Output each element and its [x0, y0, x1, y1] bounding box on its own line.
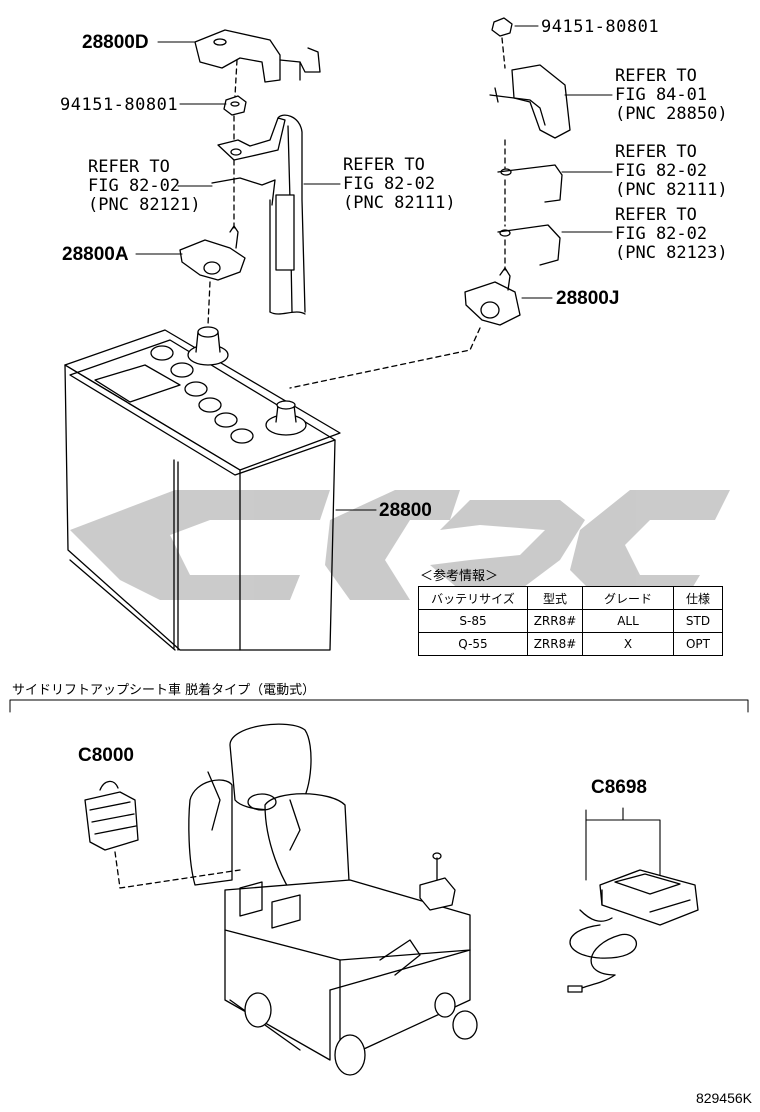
- table-row: S-85 ZRR8# ALL STD: [418, 609, 723, 633]
- nut-right-94151: [491, 17, 513, 37]
- callout-c8698: C8698: [591, 777, 647, 798]
- charger-cable: [567, 909, 638, 993]
- header-grade: グレード: [582, 586, 674, 610]
- callout-94151-right: 94151-80801: [541, 17, 660, 37]
- table-header-row: バッテリサイズ 型式 グレード 仕様: [418, 586, 723, 610]
- nut-left-94151: [223, 95, 247, 116]
- charger-c8698: [599, 869, 699, 926]
- c8000-guide-line: [114, 851, 241, 889]
- leader-lines: [135, 25, 661, 881]
- header-model: 型式: [527, 586, 583, 610]
- callout-28800: 28800: [379, 500, 432, 521]
- battery-cable-82111: [269, 114, 306, 315]
- section-bracket: [9, 699, 749, 713]
- line-art: [9, 17, 749, 1076]
- seat-wheels: [244, 992, 478, 1076]
- callout-28800a: 28800A: [62, 244, 129, 265]
- header-spec: 仕様: [673, 586, 723, 610]
- figure-code: 829456K: [695, 1090, 752, 1106]
- refer-note-82111-right: REFER TO FIG 82-02 (PNC 82111): [615, 142, 728, 200]
- callout-28800d: 28800D: [82, 32, 149, 53]
- refer-note-82123: REFER TO FIG 82-02 (PNC 82123): [615, 205, 728, 263]
- header-battery-size: バッテリサイズ: [418, 586, 528, 610]
- terminal-clamp-28800j: [464, 267, 521, 326]
- joystick-controller: [419, 852, 456, 911]
- fuse-block-28850: [489, 64, 571, 139]
- callout-94151-left: 94151-80801: [60, 95, 179, 115]
- refer-note-82111: REFER TO FIG 82-02 (PNC 82111): [343, 155, 456, 213]
- guide-lines-left: [207, 59, 238, 326]
- section-title: サイドリフトアップシート車 脱着タイプ（電動式）: [12, 683, 316, 698]
- watermark-logo: [70, 490, 730, 600]
- callout-c8000: C8000: [78, 745, 134, 766]
- remote-c8000: [84, 780, 139, 851]
- refer-note-28850: REFER TO FIG 84-01 (PNC 28850): [615, 66, 728, 124]
- battery-vent-caps: [150, 345, 254, 444]
- terminal-clamp-28800a: [179, 225, 246, 281]
- refer-note-82121: REFER TO FIG 82-02 (PNC 82121): [88, 157, 201, 215]
- cable-bracket-82121: [211, 117, 286, 206]
- battery-negative-terminal: [265, 400, 307, 436]
- reference-table: バッテリサイズ 型式 グレード 仕様 S-85 ZRR8# ALL STD Q-…: [418, 586, 723, 656]
- reference-caption: ＜参考情報＞: [420, 569, 499, 584]
- table-row: Q-55 ZRR8# X OPT: [418, 632, 723, 656]
- cable-bracket-82123-right: [497, 224, 561, 266]
- terminal-cover-28800d: [194, 29, 321, 83]
- battery-positive-terminal: [187, 326, 229, 366]
- callout-28800j: 28800J: [556, 288, 620, 309]
- cable-bracket-82111-right: [497, 164, 563, 203]
- guide-lines-right: [289, 37, 506, 389]
